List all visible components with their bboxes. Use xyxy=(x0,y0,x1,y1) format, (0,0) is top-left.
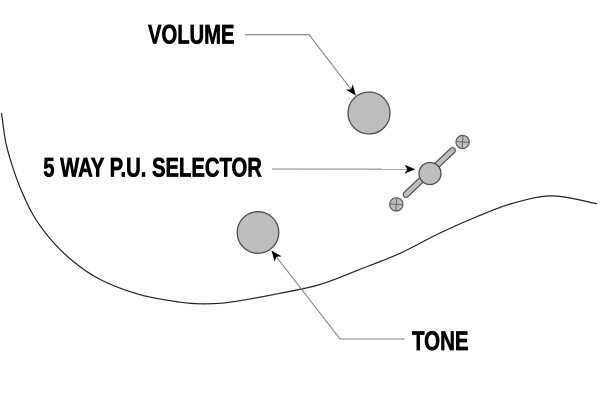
svg-text:5 WAY P.U. SELECTOR: 5 WAY P.U. SELECTOR xyxy=(43,154,262,183)
svg-text:TONE: TONE xyxy=(412,326,469,356)
svg-text:VOLUME: VOLUME xyxy=(148,21,234,50)
